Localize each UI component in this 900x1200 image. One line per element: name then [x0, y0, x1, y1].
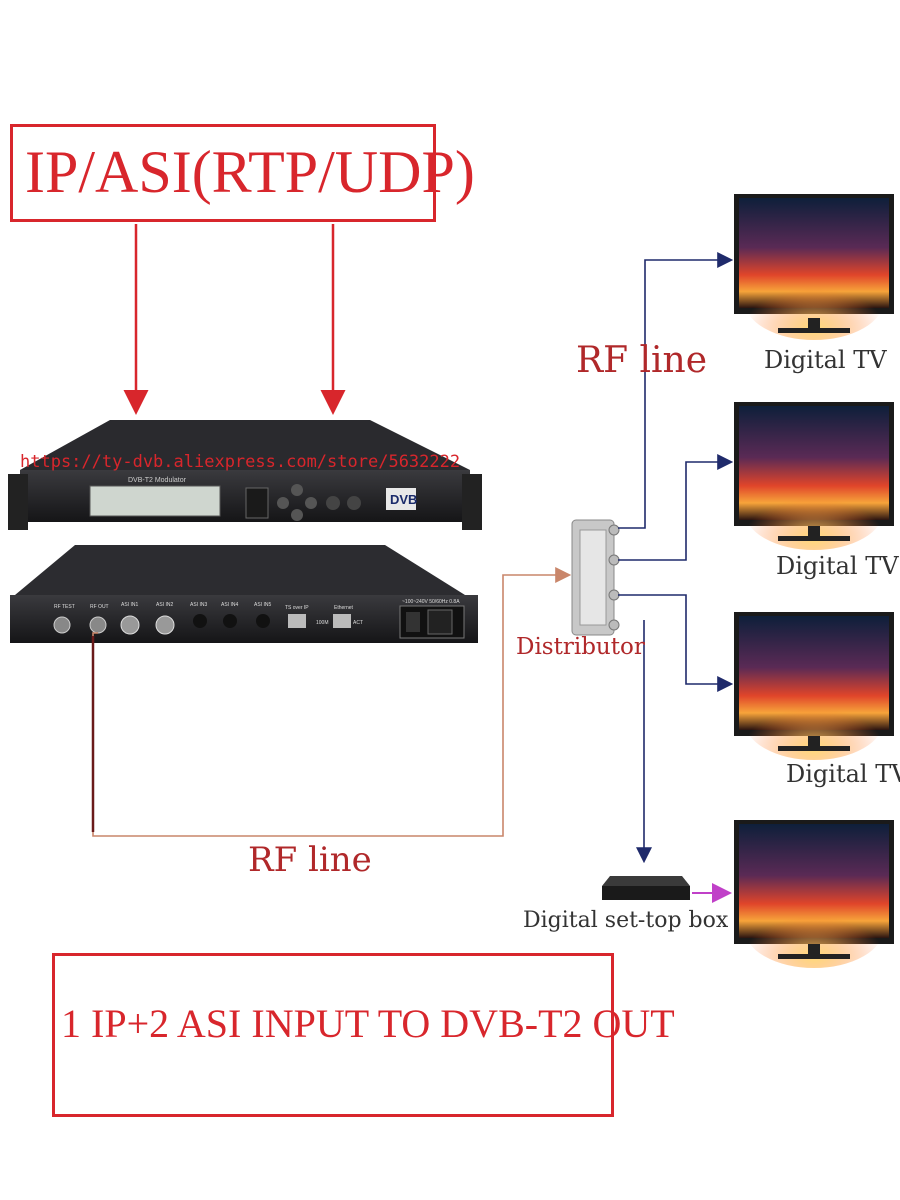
port-label-ethernet: Ethernet [334, 605, 354, 611]
input-arrows [123, 224, 346, 415]
header-title: IP/ASI(RTP/UDP) [25, 139, 475, 205]
port-label-rf-test: RF TEST [54, 604, 75, 610]
port-label-ts-over-ip: TS over IP [285, 605, 309, 611]
port-label-asi1: ASI IN1 [121, 602, 138, 608]
dvb-logo: DVB [390, 492, 417, 507]
tv-icon [734, 612, 894, 760]
power-label: ~100~240V 50/60Hz 0.8A [402, 599, 460, 605]
port-label-100m: 100M [316, 620, 329, 626]
distributor-icon [571, 519, 620, 636]
tv-icon [734, 194, 894, 340]
tv-label-2: Digital TV [776, 552, 899, 580]
modulator-device-icon [8, 420, 482, 530]
modulator-rear-device [10, 545, 478, 643]
footer-caption-box: 1 IP+2 ASI INPUT TO DVB-T2 OUT [52, 953, 675, 1117]
port-label-rf-out: RF OUT [90, 604, 109, 610]
port-label-asi3: ASI IN3 [190, 602, 207, 608]
tv-label-3: Digital TV [786, 760, 900, 788]
footer-caption: 1 IP+2 ASI INPUT TO DVB-T2 OUT [61, 1001, 675, 1046]
tv-label-1: Digital TV [764, 346, 887, 374]
store-url-watermark: https://ty-dvb.aliexpress.com/store/5632… [20, 452, 461, 472]
device-model-label: DVB-T2 Modulator [128, 477, 187, 484]
set-top-box-icon [602, 876, 732, 903]
output-lines [618, 252, 734, 864]
stb-label: Digital set-top box [523, 908, 729, 933]
port-label-act: ACT [353, 620, 363, 626]
distributor-label: Distributor [516, 634, 645, 660]
tv-icon [734, 820, 894, 968]
rf-line-bottom-label: RF line [248, 840, 372, 880]
rf-line-top-label: RF line [576, 340, 708, 381]
port-label-asi4: ASI IN4 [221, 602, 238, 608]
port-label-asi5: ASI IN5 [254, 602, 271, 608]
rf-cable [92, 567, 572, 837]
tv-icon [734, 402, 894, 550]
header-title-box: IP/ASI(RTP/UDP) [10, 124, 475, 222]
port-label-asi2: ASI IN2 [156, 602, 173, 608]
rear-port-labels: RF TEST RF OUT ASI IN1 ASI IN2 ASI IN3 A… [54, 599, 460, 626]
